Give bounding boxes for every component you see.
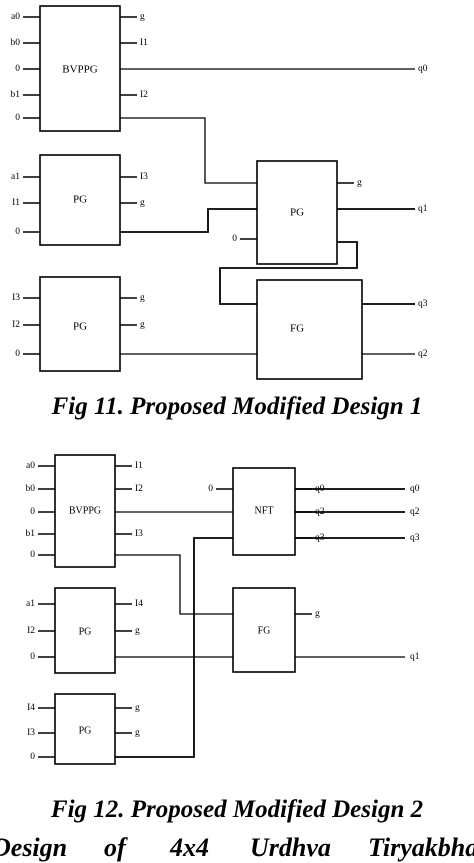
input-pin-label: 0 <box>30 652 35 662</box>
gate-box-bvppg <box>39 5 121 132</box>
figure-12-caption: Fig 12. Proposed Modified Design 2 <box>50 796 424 823</box>
footer-word: 4x4 <box>170 833 209 862</box>
output-pin-label: g <box>315 609 320 619</box>
gate-label: FG <box>258 625 271 636</box>
output-q3: q3 <box>410 533 420 543</box>
gate-label: PG <box>79 626 92 637</box>
input-pin-label: b1 <box>26 529 36 539</box>
wire-pg-to-nft <box>115 537 233 758</box>
wire-pg-to-pg <box>120 208 257 233</box>
gate-label: NFT <box>255 505 274 516</box>
gate-label: PG <box>79 725 92 736</box>
gate-box-pg <box>54 693 116 765</box>
input-pin-label: 0 <box>232 234 237 244</box>
output-pin-label: I3 <box>135 529 143 539</box>
input-pin-label: 0 <box>30 752 35 762</box>
footer-text: Design of 4x4 Urdhva Tiryakbhava <box>0 833 474 863</box>
output-pin-label: q2 <box>315 507 325 517</box>
gate-box-pg <box>54 587 116 674</box>
output-pin-label: g <box>135 703 140 713</box>
input-pin-label: I4 <box>27 703 35 713</box>
footer-word: of <box>104 833 126 862</box>
input-pin-label: 0 <box>208 484 213 494</box>
footer-word: Tiryakbhava <box>368 833 474 862</box>
gate-box-fg <box>232 587 296 673</box>
output-pin-label: g <box>135 626 140 636</box>
figure-11-caption: Fig 11. Proposed Modified Design 1 <box>51 393 423 420</box>
output-pin-label: g <box>357 178 362 188</box>
input-pin-label: 0 <box>15 64 20 74</box>
input-pin-label: a1 <box>26 599 35 609</box>
input-pin-label: a0 <box>26 461 35 471</box>
output-pin-label: g <box>140 198 145 208</box>
output-pin-label: I4 <box>135 599 143 609</box>
output-pin-label: I2 <box>140 90 148 100</box>
output-q0: q0 <box>410 484 420 494</box>
input-pin-label: a0 <box>11 12 20 22</box>
wire-bvppg-to-fg <box>115 554 233 615</box>
input-pin-label: I2 <box>12 320 20 330</box>
output-q1: q1 <box>410 652 420 662</box>
input-pin-label: 0 <box>15 113 20 123</box>
output-q1: q1 <box>418 204 428 214</box>
input-pin-label: b0 <box>11 38 21 48</box>
input-pin-label: I3 <box>27 728 35 738</box>
output-q3: q3 <box>418 299 428 309</box>
gate-box-nft <box>232 467 296 556</box>
gate-label: PG <box>290 207 304 219</box>
gate-box-fg <box>256 279 363 380</box>
gate-label: PG <box>73 194 87 206</box>
output-pin-label: I2 <box>135 484 143 494</box>
gate-label: BVPPG <box>62 64 98 76</box>
output-pin-label: I1 <box>135 461 143 471</box>
output-pin-label: g <box>140 293 145 303</box>
output-pin-label: g <box>140 320 145 330</box>
wire-pg-to-fg <box>219 241 358 305</box>
input-pin-label: 0 <box>30 550 35 560</box>
gate-label: PG <box>73 321 87 333</box>
output-q0: q0 <box>418 64 428 74</box>
input-pin-label: 0 <box>15 227 20 237</box>
input-pin-label: I1 <box>12 198 20 208</box>
footer-word: Urdhva <box>250 833 331 862</box>
input-pin-label: I2 <box>27 626 35 636</box>
gate-box-bvppg <box>54 454 116 568</box>
gate-label: FG <box>290 323 304 335</box>
output-q2: q2 <box>410 507 420 517</box>
input-pin-label: b0 <box>26 484 36 494</box>
footer-word: Design <box>0 833 68 862</box>
input-pin-label: 0 <box>30 507 35 517</box>
input-pin-label: I3 <box>12 293 20 303</box>
output-q2: q2 <box>418 349 428 359</box>
output-pin-label: q3 <box>315 533 325 543</box>
gate-label: BVPPG <box>69 505 101 516</box>
wire-bvppg-to-pg <box>120 117 257 184</box>
input-pin-label: a1 <box>11 172 20 182</box>
input-pin-label: 0 <box>15 349 20 359</box>
gate-box-pg <box>39 154 121 246</box>
output-pin-label: g <box>135 728 140 738</box>
output-pin-label: I3 <box>140 172 148 182</box>
output-pin-label: I1 <box>140 38 148 48</box>
gate-box-pg <box>256 160 338 265</box>
gate-box-pg <box>39 276 121 372</box>
output-pin-label: q0 <box>315 484 325 494</box>
input-pin-label: b1 <box>11 90 21 100</box>
output-pin-label: g <box>140 12 145 22</box>
